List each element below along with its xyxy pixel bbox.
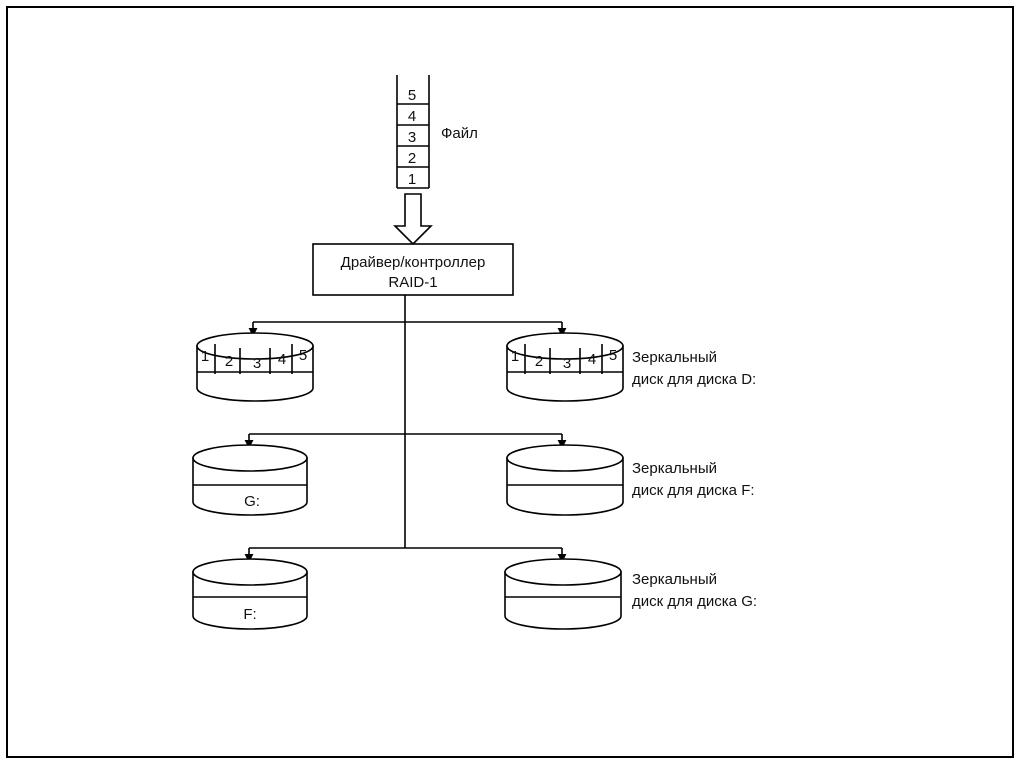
- disk-f: F:: [192, 558, 308, 630]
- disk-top: [504, 558, 622, 586]
- disk-top: [192, 558, 308, 586]
- disk-body: [196, 345, 314, 402]
- disk-f-mirror: [506, 444, 624, 516]
- file-block-2: 2: [408, 150, 416, 167]
- disk-top: [196, 332, 314, 360]
- disk-g: G:: [192, 444, 308, 516]
- disk-block-4: 4: [588, 351, 596, 368]
- connectors: [244, 295, 567, 563]
- disk-block-1: 1: [201, 348, 209, 365]
- file-block-4: 4: [408, 108, 416, 125]
- controller-box: [312, 243, 514, 296]
- disk-body: [506, 457, 624, 516]
- mirror-f-label: Зеркальный: [632, 460, 717, 477]
- disk-top: [506, 332, 624, 360]
- disk-block-3: 3: [253, 355, 261, 372]
- file-block-3: 3: [408, 129, 416, 146]
- disk-d-mirror: 1 2 3 4 5: [506, 332, 624, 402]
- down-arrow: [393, 193, 433, 246]
- mirror-d-label-2: диск для диска D:: [632, 371, 756, 388]
- disk-block-3: 3: [563, 355, 571, 372]
- file-block-5: 5: [408, 87, 416, 104]
- disk-block-2: 2: [225, 353, 233, 370]
- disk-body: [192, 457, 308, 516]
- disk-top: [192, 444, 308, 472]
- disk-block-5: 5: [609, 347, 617, 364]
- disk-top: [506, 444, 624, 472]
- controller-raid-label: RAID-1: [388, 274, 437, 291]
- disk-body: [504, 571, 622, 630]
- disk-g-label: G:: [244, 493, 260, 510]
- file-block-1: 1: [408, 171, 416, 188]
- mirror-g-label: Зеркальный: [632, 571, 717, 588]
- mirror-g-label-2: диск для диска G:: [632, 593, 757, 610]
- file-label: Файл: [441, 125, 478, 142]
- disk-block-5: 5: [299, 347, 307, 364]
- disk-block-4: 4: [278, 351, 286, 368]
- disk-body: [506, 345, 624, 402]
- disk-body: [192, 571, 308, 630]
- disk-d: 1 2 3 4 5: [196, 332, 314, 402]
- disk-f-label: F:: [243, 606, 256, 623]
- disk-block-2: 2: [535, 353, 543, 370]
- mirror-f-label-2: диск для диска F:: [632, 482, 755, 499]
- file-stack: 5 4 3 2 1 Файл: [396, 75, 478, 189]
- disk-g-mirror: [504, 558, 622, 630]
- slide-border: [6, 6, 1014, 758]
- controller-label: Драйвер/контроллер: [341, 254, 486, 271]
- mirror-d-label: Зеркальный: [632, 349, 717, 366]
- disk-block-1: 1: [511, 348, 519, 365]
